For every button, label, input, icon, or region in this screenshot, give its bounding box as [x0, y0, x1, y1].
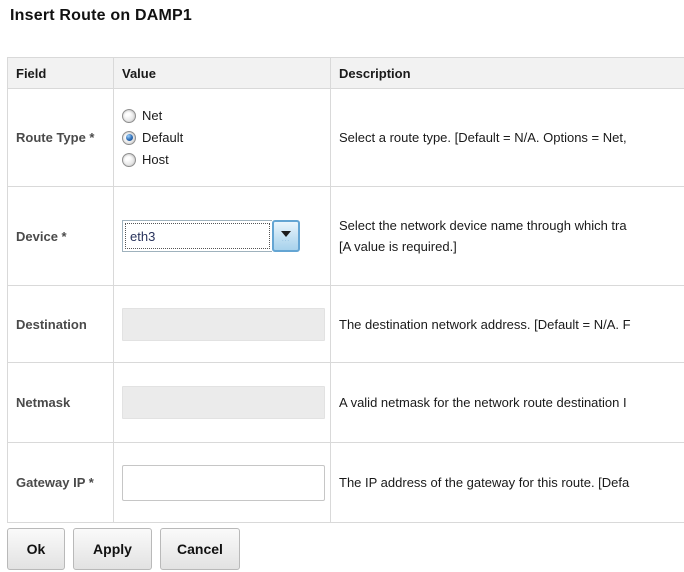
chevron-down-icon	[281, 230, 291, 237]
netmask-description: A valid netmask for the network route de…	[331, 363, 684, 443]
device-description: Select the network device name through w…	[331, 187, 684, 286]
device-value-cell: eth3 ...	[114, 187, 331, 286]
destination-input	[122, 307, 325, 341]
radio-net-icon[interactable]	[122, 108, 136, 123]
destination-description: The destination network address. [Defaul…	[331, 286, 684, 363]
device-label: Device *	[8, 187, 114, 286]
radio-option-default[interactable]: Default	[122, 130, 183, 145]
ok-button[interactable]: Ok	[7, 528, 65, 570]
radio-option-net[interactable]: Net	[122, 108, 183, 123]
action-button-bar: Ok Apply Cancel	[7, 528, 240, 570]
netmask-input	[122, 386, 325, 419]
table-row-device: Device * eth3 ... Select the network dev…	[8, 187, 684, 286]
table-row-netmask: Netmask A valid netmask for the network …	[8, 363, 684, 443]
page-title: Insert Route on DAMP1	[10, 7, 192, 24]
gateway-ip-input[interactable]	[122, 464, 325, 501]
netmask-value-cell	[114, 363, 331, 443]
radio-host-icon[interactable]	[122, 152, 136, 167]
radio-host-label[interactable]: Host	[142, 152, 169, 167]
route-type-radio-group: Net Default Host	[122, 104, 183, 171]
device-selected-value: eth3	[130, 228, 156, 244]
route-type-description: Select a route type. [Default = N/A. Opt…	[331, 89, 684, 187]
device-combobox-field[interactable]: eth3	[122, 220, 272, 252]
apply-button[interactable]: Apply	[73, 528, 152, 570]
table-header-row: Field Value Description	[8, 58, 684, 89]
table-row-destination: Destination The destination network addr…	[8, 286, 684, 363]
radio-option-host[interactable]: Host	[122, 152, 183, 167]
gateway-ip-description: The IP address of the gateway for this r…	[331, 443, 684, 523]
header-value: Value	[114, 58, 331, 89]
destination-value-cell	[114, 286, 331, 363]
radio-default-label[interactable]: Default	[142, 130, 184, 145]
header-description: Description	[331, 58, 684, 89]
radio-net-label[interactable]: Net	[142, 108, 163, 123]
gateway-ip-label: Gateway IP *	[8, 443, 114, 523]
route-form-table: Field Value Description Route Type * Net…	[7, 57, 684, 523]
table-row-gateway-ip: Gateway IP * The IP address of the gatew…	[8, 443, 684, 523]
table-row-route-type: Route Type * Net Default Host	[8, 89, 684, 187]
cancel-button[interactable]: Cancel	[160, 528, 240, 570]
route-type-value-cell: Net Default Host	[114, 89, 331, 187]
gateway-ip-value-cell	[114, 443, 331, 523]
radio-default-icon[interactable]	[122, 130, 136, 145]
device-combobox[interactable]: eth3 ...	[122, 220, 300, 252]
route-type-label: Route Type *	[8, 89, 114, 187]
header-field: Field	[8, 58, 114, 89]
netmask-label: Netmask	[8, 363, 114, 443]
combobox-grip-dots: ...	[281, 236, 290, 243]
combobox-dropdown-button[interactable]: ...	[272, 220, 300, 252]
destination-label: Destination	[8, 286, 114, 363]
